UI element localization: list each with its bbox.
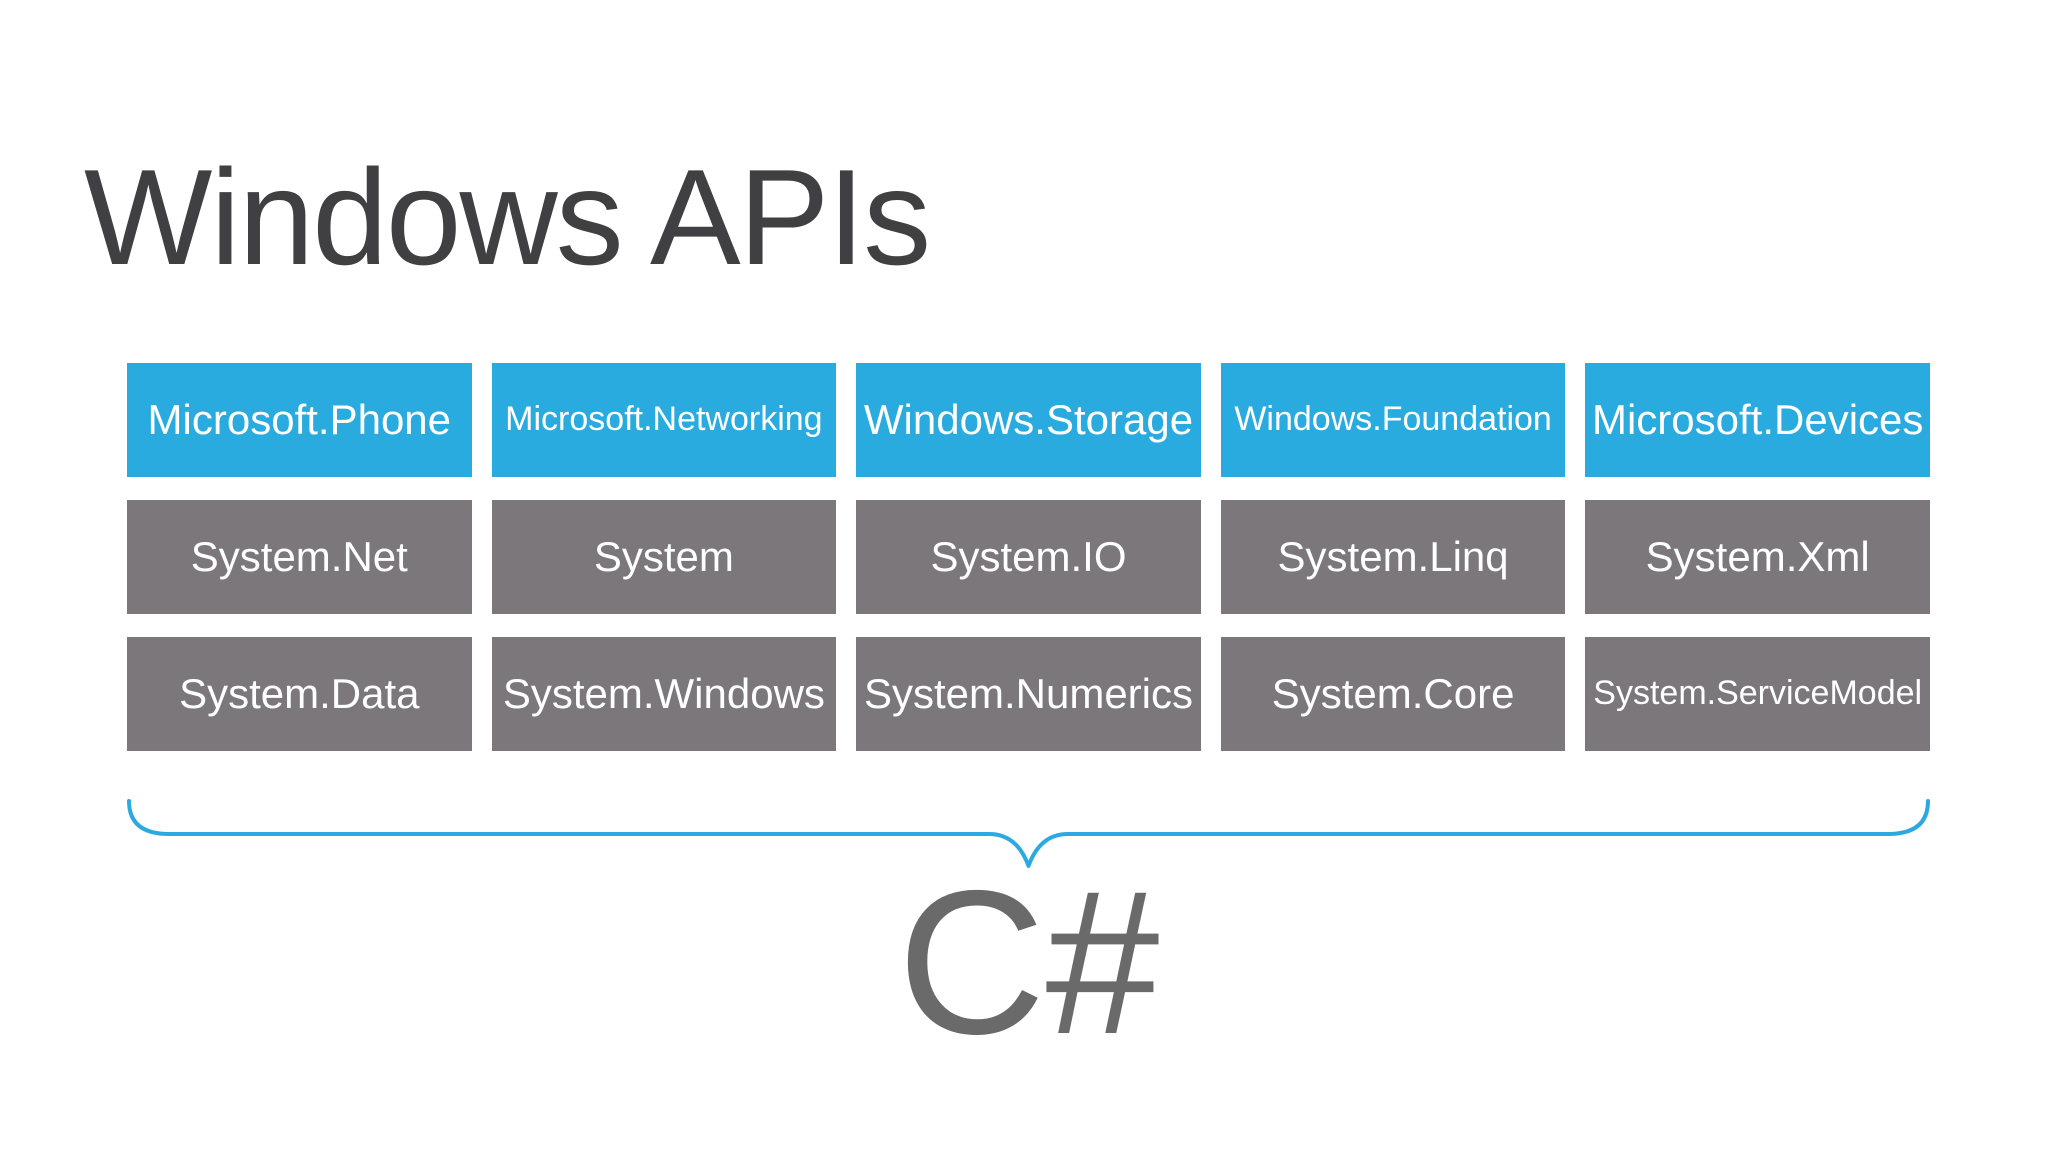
language-label: C# bbox=[897, 848, 1160, 1077]
api-box: System.IO bbox=[856, 500, 1201, 614]
api-box: System.Core bbox=[1220, 637, 1566, 751]
api-box: System.Net bbox=[127, 500, 472, 614]
api-box: System.Linq bbox=[1220, 500, 1566, 614]
api-box: System bbox=[491, 500, 837, 614]
api-box: System.Windows bbox=[491, 637, 837, 751]
api-box: Windows.Storage bbox=[856, 363, 1201, 477]
api-box: System.ServiceModel bbox=[1585, 637, 1930, 751]
api-box: Microsoft.Devices bbox=[1585, 363, 1930, 477]
api-box: Microsoft.Phone bbox=[127, 363, 472, 477]
api-box: System.Xml bbox=[1585, 500, 1930, 614]
api-box: System.Data bbox=[127, 637, 472, 751]
curly-brace bbox=[127, 799, 1930, 868]
api-box: Microsoft.Networking bbox=[491, 363, 837, 477]
api-box: System.Numerics bbox=[856, 637, 1201, 751]
api-box: Windows.Foundation bbox=[1220, 363, 1566, 477]
page-title: Windows APIs bbox=[84, 141, 931, 294]
